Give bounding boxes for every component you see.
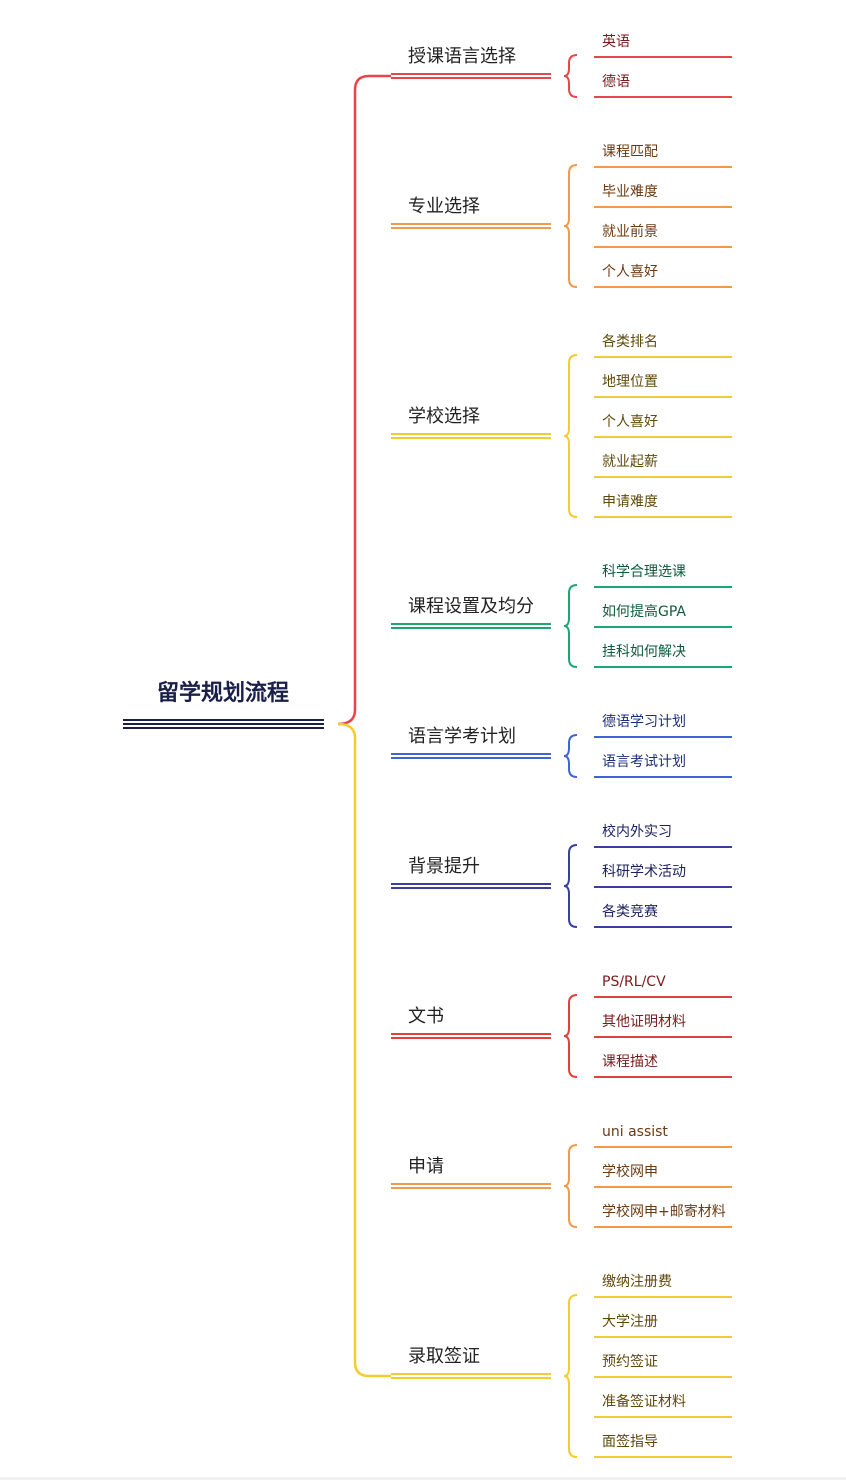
leaf-item[interactable]: 挂科如何解决 (594, 644, 732, 668)
leaf-item[interactable]: 校内外实习 (594, 823, 732, 848)
leaf-item[interactable]: 地理位置 (594, 374, 732, 398)
bottom-divider (0, 1477, 846, 1480)
leaf-label: 学校网申 (602, 1163, 658, 1180)
root-title: 留学规划流程 (157, 680, 289, 706)
leaf-item[interactable]: 就业起薪 (594, 454, 732, 478)
branch-label: 申请 (408, 1156, 444, 1177)
leaf-item[interactable]: 各类排名 (594, 334, 732, 358)
branch-brace (563, 1294, 578, 1458)
leaf-label: 挂科如何解决 (602, 644, 686, 660)
branch-label: 课程设置及均分 (408, 596, 534, 617)
leaf-item[interactable]: 科研学术活动 (594, 864, 732, 888)
branch-label: 学校选择 (408, 406, 480, 427)
branch-brace (563, 164, 578, 288)
leaf-label: 地理位置 (602, 374, 658, 390)
leaf-label: 德语 (602, 74, 630, 90)
leaf-label: 其他证明材料 (602, 1014, 686, 1030)
leaf-label: 申请难度 (602, 494, 658, 510)
branch-brace (563, 54, 578, 98)
root-connector-upper (337, 74, 391, 726)
leaf-item[interactable]: 英语 (594, 33, 732, 58)
leaf-item[interactable]: 个人喜好 (594, 264, 732, 288)
leaf-label: 准备签证材料 (602, 1393, 686, 1410)
leaf-item[interactable]: 德语学习计划 (594, 714, 732, 738)
leaf-label: 个人喜好 (602, 414, 658, 430)
branches: 授课语言选择英语德语专业选择课程匹配毕业难度就业前景个人喜好学校选择各类排名地理… (391, 33, 732, 1458)
leaf-label: 缴纳注册费 (602, 1274, 672, 1290)
leaf-item[interactable]: 个人喜好 (594, 414, 732, 438)
leaf-label: 就业前景 (602, 223, 658, 240)
branch-label: 语言学考计划 (408, 726, 516, 747)
leaf-label: 个人喜好 (602, 264, 658, 280)
leaf-label: 如何提高GPA (602, 603, 686, 620)
leaf-label: 科学合理选课 (602, 564, 686, 580)
leaf-item[interactable]: 毕业难度 (594, 184, 732, 208)
leaf-label: 毕业难度 (602, 184, 658, 200)
branch-brace (563, 734, 578, 778)
branch-label: 文书 (408, 1006, 444, 1027)
leaf-label: 英语 (602, 33, 630, 50)
leaf-item[interactable]: 其他证明材料 (594, 1014, 732, 1038)
leaf-item[interactable]: 学校网申 (594, 1163, 732, 1188)
leaf-label: 各类排名 (602, 334, 658, 350)
leaf-label: 各类竞赛 (602, 903, 658, 920)
leaf-item[interactable]: 准备签证材料 (594, 1393, 732, 1418)
root-node[interactable]: 留学规划流程 (123, 680, 324, 729)
leaf-item[interactable]: 面签指导 (594, 1433, 732, 1458)
branch-brace (563, 584, 578, 668)
leaf-item[interactable]: PS/RL/CV (594, 974, 732, 998)
leaf-item[interactable]: 大学注册 (594, 1314, 732, 1338)
leaf-label: 学校网申+邮寄材料 (602, 1203, 726, 1220)
leaf-item[interactable]: 语言考试计划 (594, 754, 732, 778)
leaf-label: 就业起薪 (602, 454, 658, 470)
leaf-item[interactable]: 申请难度 (594, 494, 732, 518)
leaf-label: 面签指导 (602, 1433, 658, 1450)
leaf-label: 大学注册 (602, 1314, 658, 1330)
leaf-item[interactable]: 就业前景 (594, 223, 732, 248)
leaf-label: 科研学术活动 (602, 864, 686, 880)
leaf-item[interactable]: 德语 (594, 74, 732, 98)
branch-brace (563, 1144, 578, 1228)
leaf-label: PS/RL/CV (602, 974, 666, 990)
branch-label: 背景提升 (408, 856, 480, 877)
leaf-item[interactable]: 学校网申+邮寄材料 (594, 1203, 732, 1228)
leaf-label: 德语学习计划 (602, 714, 686, 730)
leaf-item[interactable]: 预约签证 (594, 1353, 732, 1378)
branch-label: 授课语言选择 (408, 46, 516, 67)
leaf-label: 课程描述 (602, 1054, 658, 1070)
leaf-item[interactable]: 课程描述 (594, 1054, 732, 1078)
leaf-item[interactable]: uni assist (594, 1124, 732, 1148)
leaf-item[interactable]: 课程匹配 (594, 144, 732, 168)
leaf-item[interactable]: 缴纳注册费 (594, 1274, 732, 1298)
leaf-label: 语言考试计划 (602, 754, 686, 770)
branch-brace (563, 354, 578, 518)
root-connectors (337, 74, 391, 1378)
branch-label: 录取签证 (408, 1346, 480, 1367)
branch-brace (563, 844, 578, 928)
leaf-label: uni assist (602, 1124, 668, 1140)
leaf-label: 校内外实习 (602, 823, 672, 840)
branch-brace (563, 994, 578, 1078)
branch-label: 专业选择 (408, 196, 480, 217)
leaf-item[interactable]: 如何提高GPA (594, 603, 732, 628)
leaf-item[interactable]: 科学合理选课 (594, 564, 732, 588)
leaf-item[interactable]: 各类竞赛 (594, 903, 732, 928)
leaf-label: 预约签证 (602, 1353, 658, 1370)
root-connector-lower (337, 722, 391, 1378)
leaf-label: 课程匹配 (602, 144, 658, 160)
